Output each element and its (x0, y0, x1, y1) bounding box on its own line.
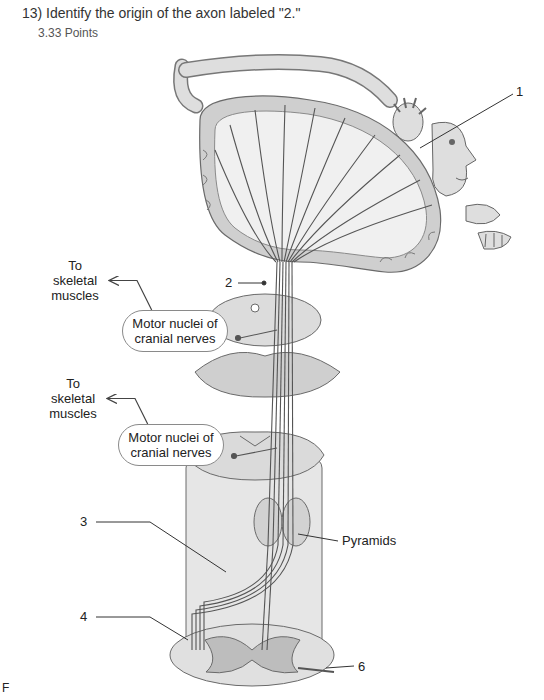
homunculus-part (394, 98, 426, 114)
brainstem-part (282, 498, 310, 546)
homunculus-part (466, 204, 500, 224)
motor-fibers-part (204, 545, 278, 650)
motor-fibers-part (236, 448, 277, 456)
structure-label: Pyramids (342, 533, 396, 548)
homunculus (181, 62, 511, 249)
callout-number: 4 (80, 609, 87, 624)
motor-fibers-part (288, 262, 289, 545)
callout-number: 1 (516, 84, 523, 99)
node-text: To skeletal muscles (44, 376, 102, 421)
brain-hemisphere-part (203, 150, 435, 262)
motor-fibers (192, 105, 432, 650)
brainstem-part (205, 637, 300, 673)
motor-fibers-part (255, 110, 280, 262)
nucleus-box: Motor nuclei of cranial nerves (122, 310, 228, 352)
homunculus-part (449, 139, 455, 145)
motor-fibers-part (278, 262, 283, 545)
page-mark: F (2, 681, 9, 696)
leader-lines-part (238, 283, 262, 284)
motor-fibers-part (230, 125, 278, 262)
motor-fibers-part (236, 336, 241, 341)
callout-number: 6 (358, 659, 365, 674)
motor-fibers-part (262, 545, 268, 650)
leader-lines-part (326, 666, 354, 668)
brainstem-part (298, 668, 334, 672)
points-value: 3.33 Points (38, 26, 98, 41)
motor-fibers-part (288, 135, 375, 262)
homunculus-part (485, 233, 502, 247)
motor-fibers-part (215, 150, 276, 262)
brainstem (170, 294, 340, 686)
homunculus-part (186, 62, 390, 100)
nucleus-box: Motor nuclei of cranial nerves (118, 424, 224, 466)
leader-lines-part (420, 94, 513, 148)
flow-arrow (107, 399, 148, 425)
node-text: Motor nuclei of cranial nerves (127, 430, 215, 460)
motor-fibers-part (282, 105, 285, 262)
homunculus-part (186, 62, 390, 100)
leader-lines-part (96, 522, 226, 572)
motor-fibers-part (192, 545, 293, 650)
brainstem-part (251, 304, 259, 312)
leader-lines-part (262, 281, 266, 285)
node-text: To skeletal muscles (46, 258, 104, 303)
flow-arrow (109, 281, 152, 311)
leader-lines-part (96, 617, 188, 640)
homunculus-part (432, 122, 476, 196)
leader-lines (96, 94, 513, 668)
target-label: To skeletal muscles (46, 258, 104, 303)
motor-fibers-part (200, 545, 283, 650)
homunculus-part (478, 231, 511, 249)
motor-fibers-part (283, 262, 286, 545)
target-label: To skeletal muscles (44, 376, 102, 421)
motor-fibers-part (292, 180, 420, 262)
brain-hemisphere-part (215, 111, 427, 258)
motor-fibers-part (232, 454, 237, 459)
leader-lines-part (298, 534, 338, 541)
motor-fibers-part (294, 205, 432, 262)
motor-fibers-part (284, 108, 315, 262)
motor-fibers-part (267, 545, 273, 650)
callout-number: 2 (225, 275, 232, 290)
motor-fibers-part (286, 118, 345, 262)
brainstem-part (195, 352, 340, 397)
question-title: 13) Identify the origin of the axon labe… (22, 5, 522, 22)
callout-number: 3 (80, 514, 87, 529)
brainstem-part (170, 624, 334, 686)
brainstem-part (240, 436, 270, 446)
motor-fibers-part (290, 155, 400, 262)
motor-fibers-part (268, 262, 277, 545)
motor-fibers-part (292, 262, 293, 545)
motor-fibers-part (240, 330, 277, 338)
node-text: Motor nuclei of cranial nerves (131, 316, 219, 346)
homunculus-part (456, 178, 468, 180)
brain-hemisphere-part (200, 96, 441, 272)
brain-hemisphere (200, 96, 441, 272)
